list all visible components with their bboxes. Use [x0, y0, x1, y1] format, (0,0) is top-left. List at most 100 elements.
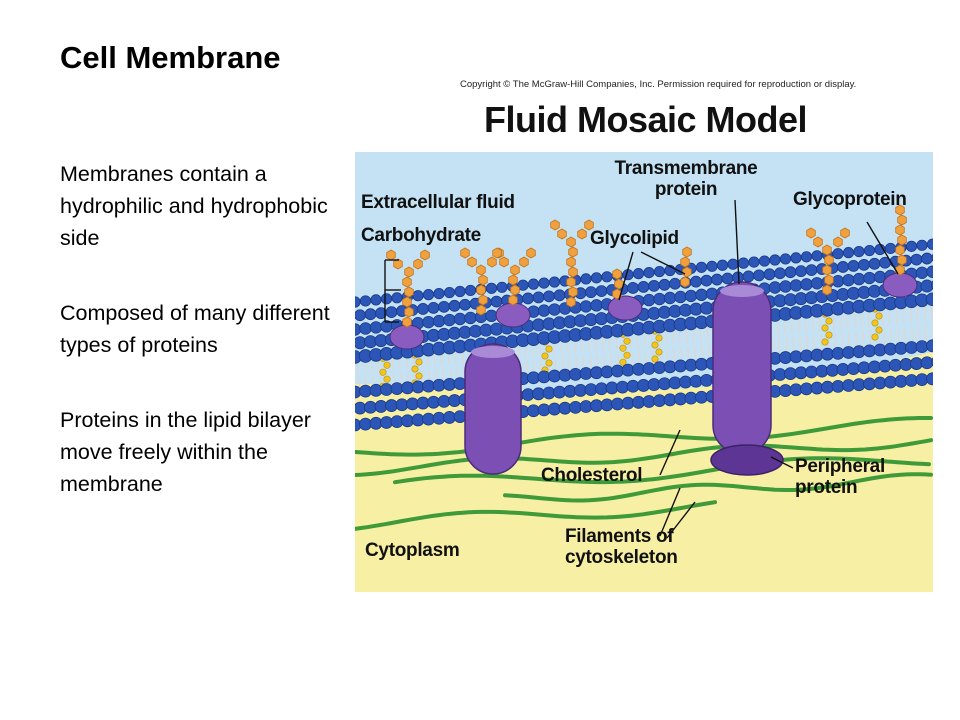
- phospholipid-head: [695, 288, 708, 302]
- phospholipid-head: [364, 308, 377, 321]
- phospholipid-head: [548, 303, 561, 316]
- phospholipid-head: [443, 313, 456, 327]
- carbohydrate-unit: [822, 264, 832, 276]
- cytoskeleton-filament: [393, 456, 931, 485]
- carbohydrate-unit: [492, 247, 502, 259]
- phospholipid-head: [863, 271, 876, 285]
- surface-protein: [389, 324, 425, 350]
- carbohydrate-unit: [568, 266, 578, 278]
- protein-top-highlight: [720, 285, 764, 297]
- phospholipid-head: [543, 290, 555, 303]
- carbohydrate-unit: [577, 228, 587, 240]
- cholesterol-molecule: [383, 375, 391, 383]
- cholesterol-molecule: [875, 326, 883, 334]
- carbohydrate-unit: [460, 247, 470, 259]
- phospholipid-head: [595, 285, 608, 298]
- phospholipid-head: [590, 299, 603, 312]
- phospholipid-head: [601, 271, 613, 283]
- phospholipid-head: [727, 258, 739, 270]
- phospholipid-head: [532, 291, 545, 304]
- phospholipid-head: [590, 272, 603, 284]
- carbohydrate-chains: [386, 204, 907, 328]
- phospholipid-head: [910, 253, 923, 266]
- cholesterol-molecule: [411, 365, 419, 373]
- carbohydrate-unit: [824, 274, 834, 286]
- cholesterol-molecule: [623, 351, 631, 359]
- phospholipid-head: [527, 278, 540, 290]
- phospholipid-head: [637, 280, 650, 293]
- phospholipid-head: [448, 299, 461, 312]
- phospholipid-head: [768, 281, 782, 294]
- phospholipid-head: [706, 260, 718, 272]
- surface-protein: [607, 295, 643, 321]
- phospholipid-head: [653, 292, 666, 306]
- phospholipid-head: [690, 275, 702, 288]
- phospholipid-head: [805, 264, 818, 276]
- phospholipid-head: [522, 292, 534, 305]
- carbohydrate-unit: [584, 219, 594, 231]
- phospholipid-head: [769, 254, 781, 266]
- phospholipid-head: [412, 290, 424, 302]
- phospholipid-head: [695, 261, 708, 273]
- carbohydrate-unit: [510, 264, 520, 276]
- page-title: Cell Membrane: [60, 40, 281, 75]
- carbohydrate-unit: [413, 258, 423, 270]
- cholesterol-molecule: [871, 333, 879, 341]
- label-extracellular-fluid: Extracellular fluid: [361, 192, 515, 213]
- leader-line: [659, 429, 681, 476]
- phospholipid-head: [779, 253, 792, 265]
- phospholipid-head: [585, 286, 597, 299]
- phospholipid-head: [548, 276, 561, 288]
- phospholipid-head: [716, 259, 729, 271]
- cholesterol-molecule: [651, 341, 659, 349]
- phospholipid-head: [538, 277, 550, 289]
- cholesterol-molecule: [825, 331, 833, 339]
- cholesterol-molecule: [415, 358, 423, 366]
- phospholipid-head: [648, 279, 660, 292]
- leader-line: [770, 456, 794, 469]
- figure-title: Fluid Mosaic Model: [484, 99, 808, 140]
- carbohydrate-unit: [614, 278, 624, 290]
- label-cytoplasm: Cytoplasm: [365, 540, 460, 561]
- phospholipid-head: [669, 277, 681, 290]
- carbohydrate-unit: [476, 304, 486, 316]
- phospholipid-head: [790, 252, 802, 264]
- carbohydrate-unit: [895, 204, 905, 216]
- phospholipid-head: [748, 256, 760, 268]
- carbohydrate-unit: [682, 246, 692, 258]
- carbohydrate-unit: [404, 286, 414, 298]
- carbohydrate-unit: [822, 284, 832, 296]
- cholesterol-molecule: [871, 319, 879, 327]
- carbohydrate-unit: [897, 214, 907, 226]
- phospholipid-head: [931, 280, 933, 290]
- phospholipid-head: [920, 356, 933, 370]
- phospholipid-head: [847, 260, 860, 272]
- cytoskeleton-filaments: [355, 416, 933, 531]
- carbohydrate-unit: [566, 296, 576, 308]
- phospholipid-head: [753, 269, 765, 282]
- membrane-diagram: Extracellular fluid Carbohydrate Transme…: [355, 152, 933, 592]
- cholesterol-molecule: [545, 359, 553, 367]
- bullet-list: Membranes contain a hydrophilic and hydr…: [60, 158, 335, 543]
- phospholipid-head: [427, 301, 440, 314]
- carbohydrate-unit: [478, 294, 488, 306]
- cholesterol-molecule: [541, 352, 549, 360]
- carbohydrate-unit: [476, 284, 486, 296]
- phospholipid-head: [496, 281, 508, 293]
- phospholipid-head: [925, 292, 933, 307]
- phospholipid-head: [359, 322, 372, 335]
- cholesterol-molecule: [651, 355, 659, 363]
- phospholipid-head: [433, 288, 445, 300]
- carbohydrate-unit: [680, 276, 690, 288]
- carbohydrate-unit: [526, 247, 536, 259]
- phospholipid-head: [737, 257, 750, 269]
- surface-protein: [495, 302, 531, 328]
- phospholipid-head: [684, 289, 698, 303]
- phospholipid-head: [832, 248, 844, 260]
- phospholipid-head: [810, 277, 824, 290]
- phospholipid-head: [800, 278, 813, 291]
- cholesterol-molecule: [379, 368, 387, 376]
- carbohydrate-unit: [813, 236, 823, 248]
- phospholipid-head: [642, 293, 656, 307]
- cholesterol-molecule: [623, 337, 631, 345]
